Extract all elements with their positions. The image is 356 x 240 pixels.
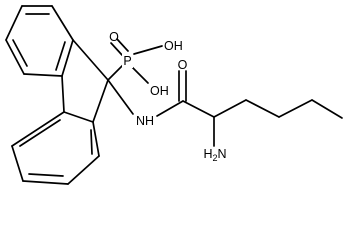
bond bbox=[22, 180, 69, 185]
double-bond-inner bbox=[90, 129, 93, 155]
upper-benzene-ring bbox=[5, 5, 74, 77]
double-bond-p-o bbox=[110, 42, 123, 56]
lower-benzene-ring bbox=[11, 111, 100, 185]
bond bbox=[11, 145, 24, 182]
bond-p-oh bbox=[133, 45, 163, 55]
bond bbox=[5, 5, 23, 41]
double-bond-inner bbox=[28, 173, 64, 177]
double-bond-p-o bbox=[116, 38, 129, 52]
double-bond-inner bbox=[19, 119, 61, 147]
amide-oxygen-label: O bbox=[178, 58, 188, 72]
atom-labels: P O OH OH O NH H2N bbox=[109, 30, 226, 163]
bond bbox=[67, 155, 100, 185]
bond-c-calpha bbox=[182, 100, 215, 118]
phosphorus-label: P bbox=[123, 54, 131, 68]
bond-chain bbox=[245, 99, 280, 118]
bond-c-n bbox=[107, 79, 134, 115]
amide-side-chain bbox=[107, 70, 343, 147]
hydroxyl-label: OH bbox=[164, 39, 183, 53]
double-bond-inner bbox=[12, 39, 28, 67]
bond-chain bbox=[213, 99, 247, 118]
bond bbox=[92, 121, 100, 157]
double-bond-inner bbox=[55, 41, 66, 71]
bond bbox=[92, 79, 109, 123]
bond bbox=[61, 75, 65, 113]
phosphonic-acid-group bbox=[107, 38, 163, 84]
bond bbox=[51, 5, 74, 41]
bond-n-c bbox=[156, 100, 184, 117]
bond-chain bbox=[278, 99, 313, 118]
amine-label: H2N bbox=[203, 147, 226, 163]
amide-nitrogen-label: NH bbox=[136, 114, 154, 128]
bond bbox=[5, 39, 25, 75]
hydroxyl-label: OH bbox=[150, 84, 169, 98]
bond bbox=[72, 39, 109, 81]
bond bbox=[23, 73, 63, 77]
bond bbox=[61, 39, 74, 77]
bond-chain bbox=[311, 99, 343, 119]
central-five-membered-ring bbox=[61, 39, 109, 123]
bond-c-p bbox=[107, 63, 125, 81]
bond bbox=[63, 111, 94, 123]
chemical-structure-diagram: P O OH OH O NH H2N bbox=[5, 5, 343, 185]
bond bbox=[11, 111, 65, 147]
phosphoryl-oxygen-label: O bbox=[109, 30, 119, 44]
